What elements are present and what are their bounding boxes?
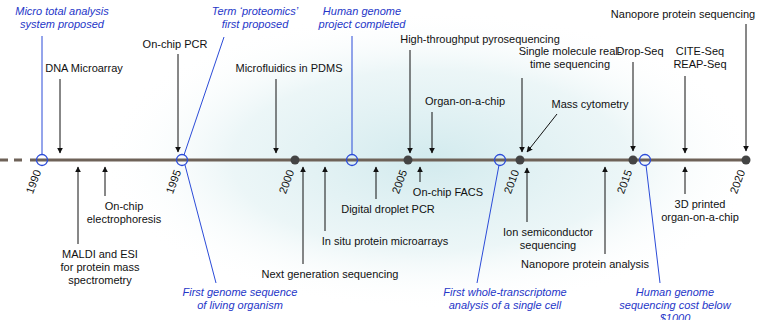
milestone-label: First genome sequence of living organism: [183, 286, 298, 312]
label-slot: First genome sequence of living organism: [183, 286, 298, 312]
label-slot: On-chip electrophoresis: [83, 200, 165, 226]
milestone-label: Human genome project completed: [315, 5, 410, 31]
label-slot: DNA Microarray: [45, 62, 123, 75]
event-label: In situ protein microarrays: [322, 235, 449, 248]
label-slot: Human genome project completed: [315, 5, 410, 31]
milestone-lines: [42, 36, 660, 283]
event-label: Nanopore protein analysis: [521, 258, 649, 271]
event-label: High-throughput pyrosequencing: [400, 33, 560, 46]
year-label: 2010: [500, 168, 522, 196]
event-label: Nanopore protein sequencing: [611, 8, 755, 21]
label-slot: Organ-on-a-chip: [425, 95, 505, 108]
label-slot: Nanopore protein sequencing: [611, 8, 755, 21]
event-label: Digital droplet PCR: [341, 203, 435, 216]
year-label: 2005: [388, 168, 410, 196]
milestone-label: First whole-transcriptome analysis of a …: [438, 286, 573, 312]
event-label: On-chip electrophoresis: [83, 200, 165, 226]
axis-line: [30, 159, 750, 162]
event-arrows: [60, 24, 746, 264]
year-label: 1995: [162, 168, 184, 196]
event-label: Ion semiconductor sequencing: [501, 226, 596, 252]
year-dots: [291, 156, 751, 165]
label-slot: On-chip FACS: [413, 186, 483, 199]
label-slot: On-chip PCR: [143, 38, 208, 51]
label-slot: High-throughput pyrosequencing: [400, 33, 560, 46]
label-slot: Drop-Seq: [616, 45, 663, 58]
event-label: Drop-Seq: [616, 45, 663, 58]
label-slot: Ion semiconductor sequencing: [501, 226, 596, 252]
year-label: 2000: [275, 168, 297, 196]
event-label: On-chip PCR: [143, 38, 208, 51]
event-label: CITE-Seq REAP-Seq: [670, 45, 730, 71]
event-label: MALDI and ESI for protein mass spectrome…: [58, 248, 143, 287]
year-label: 2015: [613, 168, 635, 196]
label-slot: Human genome sequencing cost below $1000: [609, 286, 741, 320]
label-slot: Single molecule real-time sequencing: [516, 45, 624, 71]
label-slot: First whole-transcriptome analysis of a …: [438, 286, 573, 312]
axis-dashed: [0, 159, 26, 162]
event-label: Single molecule real-time sequencing: [516, 45, 624, 71]
milestone-label: Term ‘proteomics’ first proposed: [208, 5, 303, 31]
label-slot: Term ‘proteomics’ first proposed: [208, 5, 303, 31]
event-label: Microfluidics in PDMS: [236, 62, 343, 75]
label-slot: MALDI and ESI for protein mass spectrome…: [58, 248, 143, 287]
label-slot: Micro total analysis system proposed: [6, 5, 118, 31]
label-slot: CITE-Seq REAP-Seq: [670, 45, 730, 71]
event-label: DNA Microarray: [45, 62, 123, 75]
label-slot: In situ protein microarrays: [322, 235, 449, 248]
event-label: 3D printed organ-on-a-chip: [658, 198, 743, 224]
label-slot: Next generation sequencing: [262, 268, 399, 281]
year-label: 1990: [22, 168, 44, 196]
event-label: Mass cytometry: [551, 98, 628, 111]
label-slot: Digital droplet PCR: [341, 203, 435, 216]
label-slot: Nanopore protein analysis: [521, 258, 649, 271]
event-label: Organ-on-a-chip: [425, 95, 505, 108]
milestone-label: Micro total analysis system proposed: [6, 5, 118, 31]
label-slot: 3D printed organ-on-a-chip: [658, 198, 743, 224]
label-slot: Mass cytometry: [551, 98, 628, 111]
milestone-label: Human genome sequencing cost below $1000: [609, 286, 741, 320]
event-label: On-chip FACS: [413, 186, 483, 199]
milestone-circles: [37, 155, 651, 166]
year-label: 2020: [726, 168, 748, 196]
event-label: Next generation sequencing: [262, 268, 399, 281]
label-slot: Microfluidics in PDMS: [236, 62, 343, 75]
